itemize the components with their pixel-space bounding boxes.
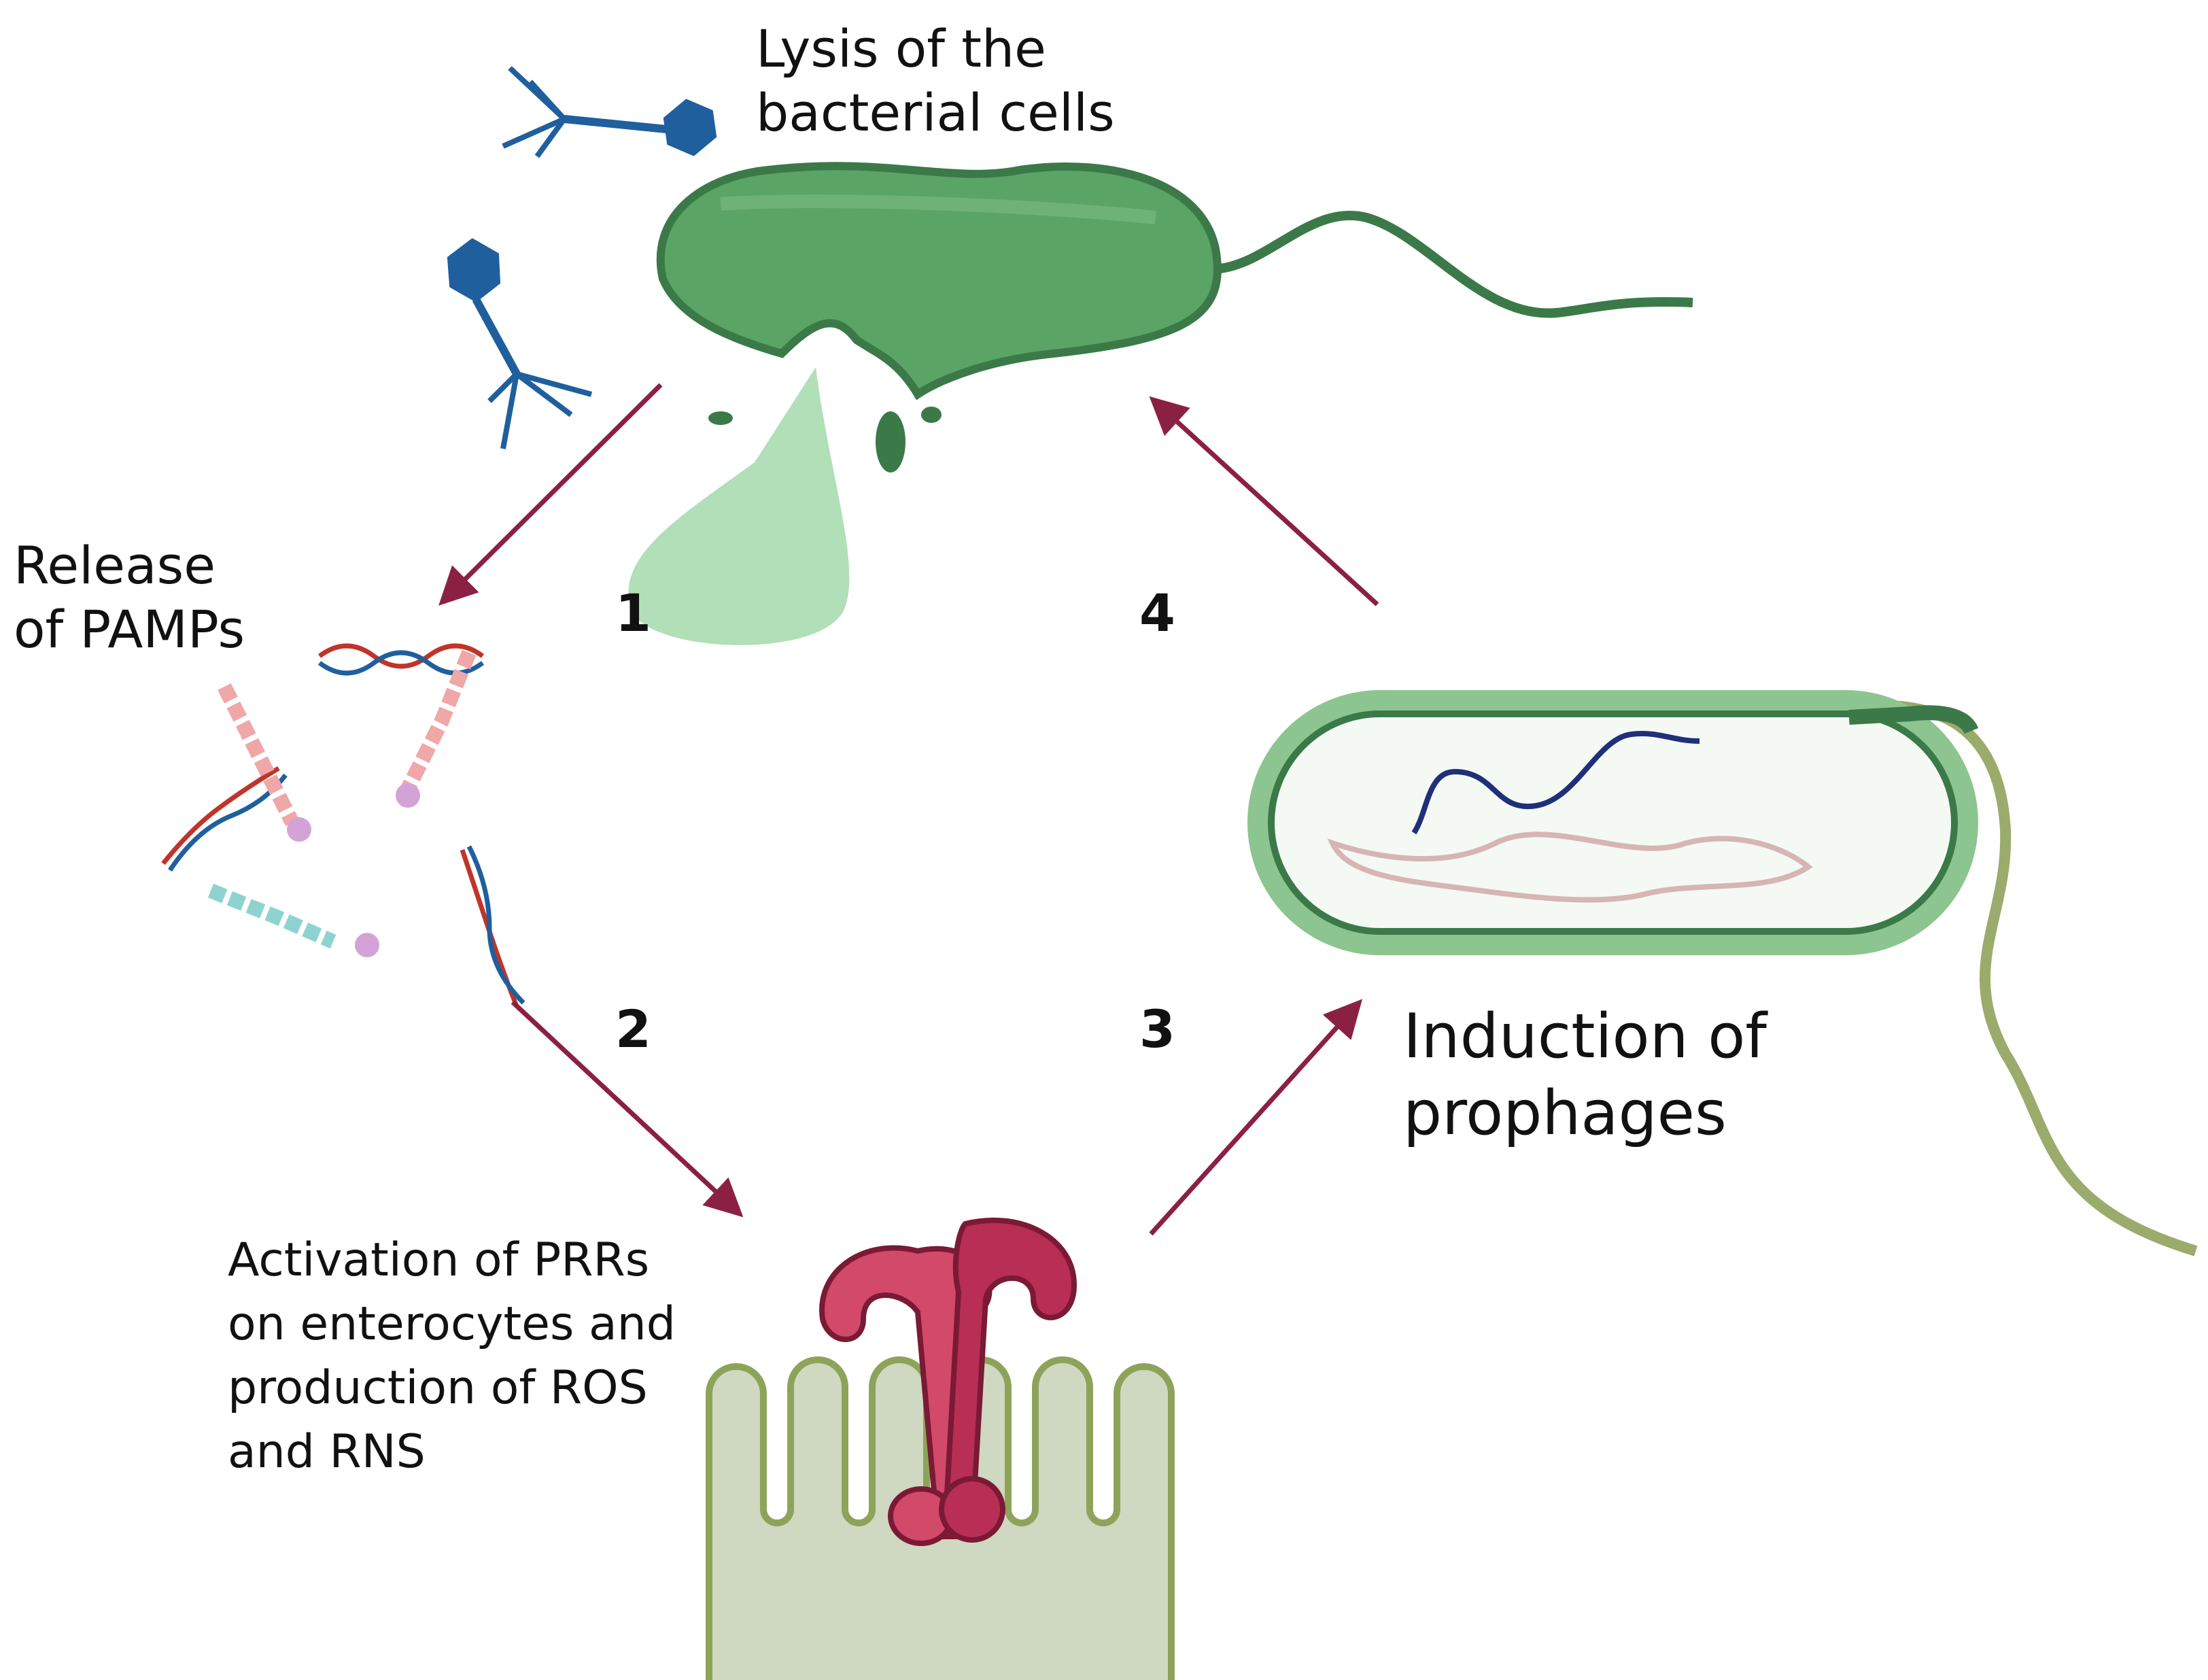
arrow-step-1 xyxy=(438,383,663,606)
step-number-2: 2 xyxy=(615,999,651,1059)
arrow-step-2 xyxy=(511,1000,744,1218)
label-prophages-line1: Induction of xyxy=(1403,1001,1768,1072)
prr-receptor xyxy=(819,1217,1077,1546)
label-pamps-line2: of PAMPs xyxy=(14,599,245,659)
arrow-step-4 xyxy=(1149,396,1379,606)
label-lysis-line2: bacterial cells xyxy=(756,82,1115,143)
step-number-1: 1 xyxy=(615,583,651,643)
lysogenic-bacterium xyxy=(1247,690,2198,1256)
label-pamps-line1: Release xyxy=(14,535,215,596)
flagellum xyxy=(1219,211,1693,318)
pamps-molecules xyxy=(161,643,525,1008)
label-prr-line2: on enterocytes and xyxy=(228,1297,676,1351)
bacteriophage-icon xyxy=(502,66,717,158)
bacteriophage-icon xyxy=(447,238,593,449)
label-prr-line4: and RNS xyxy=(228,1425,426,1479)
lysing-bacterium xyxy=(628,162,1693,645)
bacterial-chromosome xyxy=(1327,832,1813,903)
prophage-dna xyxy=(1411,731,1700,835)
step-number-3: 3 xyxy=(1139,999,1175,1059)
step-number-4: 4 xyxy=(1139,583,1175,643)
cell-contents-splash xyxy=(628,367,850,645)
label-prophages-line2: prophages xyxy=(1403,1078,1727,1149)
label-prr-line3: production of ROS xyxy=(228,1361,648,1415)
label-prr-line1: Activation of PRRs xyxy=(228,1233,649,1287)
arrow-step-3 xyxy=(1149,999,1363,1236)
label-lysis-line1: Lysis of the xyxy=(756,18,1046,79)
